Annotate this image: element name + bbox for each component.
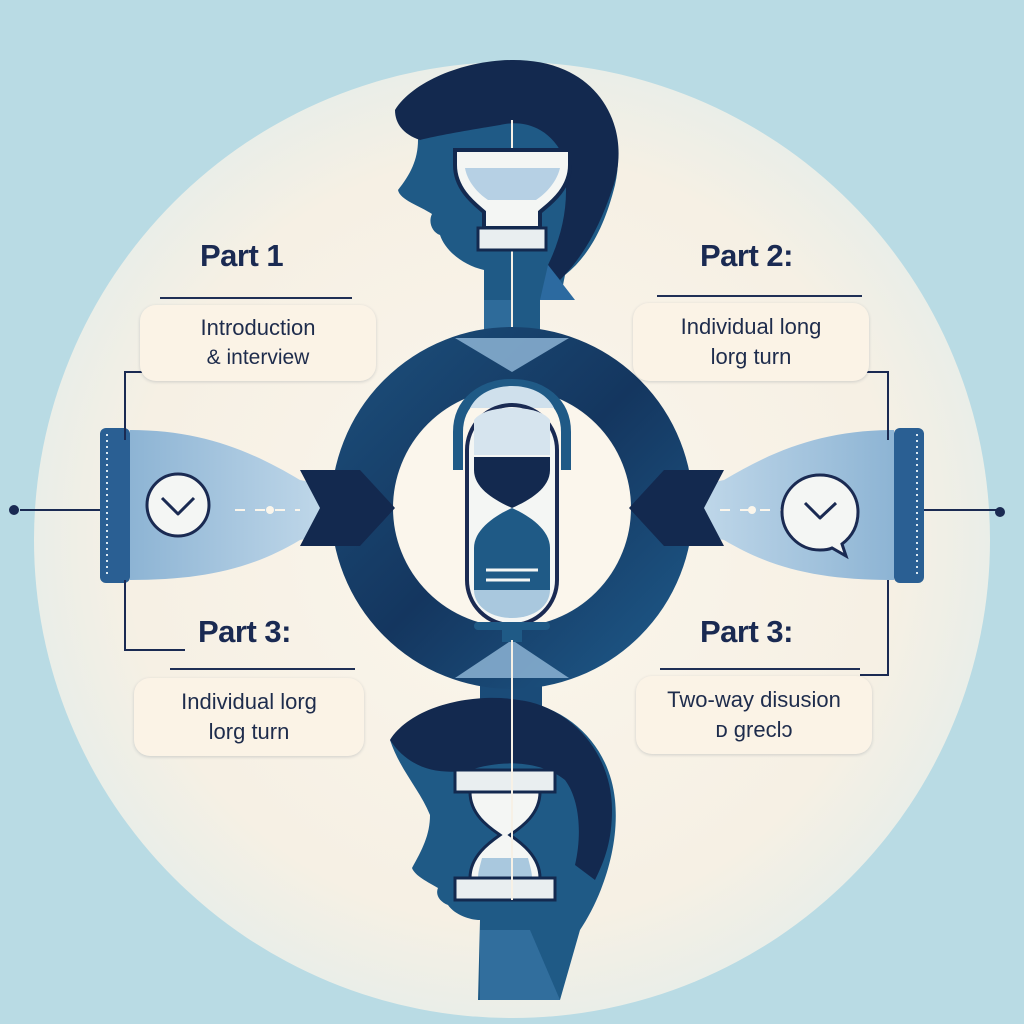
chevron-bubble-icon (145, 472, 211, 538)
part2-label: Individual long lorg turn (633, 303, 869, 381)
part3b-rule (660, 668, 860, 670)
microphone-hourglass-icon (453, 378, 571, 642)
part3a-title: Part 3: (198, 614, 291, 649)
part1-label: Introduction & interview (140, 305, 376, 381)
part3a-line2: lorg turn (208, 719, 290, 744)
part3a-line1: Individual lorg (181, 689, 317, 714)
top-hourglass-icon (453, 148, 572, 252)
part2-rule (657, 295, 862, 297)
part3b-title: Part 3: (700, 614, 793, 649)
part3b-label: Two-way disusion ᴅ greclɔ (636, 676, 872, 754)
right-bottom-bracket (860, 580, 889, 676)
part3b-line1: Two-way disusion (667, 687, 841, 712)
part3a-label: Individual lorg lorg turn (134, 678, 364, 756)
left-bottom-bracket (124, 580, 185, 651)
part3a-rule (170, 668, 355, 670)
part3b-line2: ᴅ greclɔ (715, 717, 793, 742)
right-top-bracket (860, 371, 889, 440)
part1-line2: & interview (206, 346, 310, 369)
part2-line2: lorg turn (710, 344, 792, 369)
part1-rule (160, 297, 352, 299)
bottom-hourglass-icon (453, 640, 557, 902)
part2-title: Part 2: (700, 238, 793, 273)
part1-title: Part 1 (200, 238, 284, 273)
left-connector (9, 428, 395, 583)
speech-bubble-chevron-icon (780, 473, 860, 560)
part1-line1: Introduction (200, 315, 316, 340)
part2-line1: Individual long (680, 314, 822, 339)
